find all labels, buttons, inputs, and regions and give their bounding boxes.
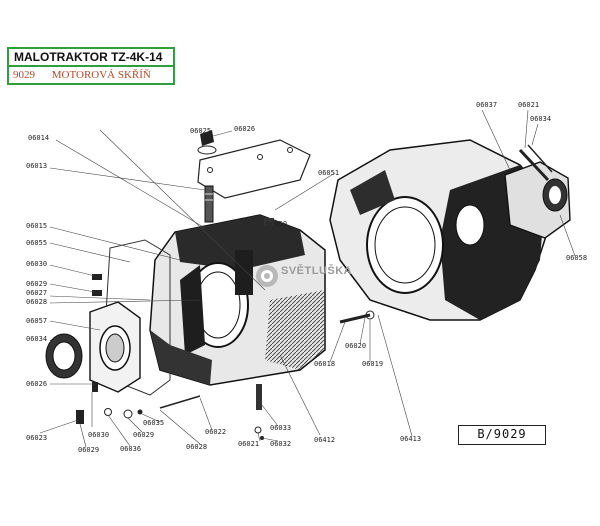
part-label: 06034 bbox=[26, 335, 47, 343]
part-label: 06026 bbox=[26, 380, 47, 388]
front-crankcase bbox=[149, 214, 326, 386]
part-group-name: MOTOROVÁ SKŘÍŇ bbox=[51, 69, 151, 81]
drawing-number-stamp: B/9029 bbox=[458, 425, 546, 445]
part-label: 06036 bbox=[120, 445, 141, 453]
part-label: 06022 bbox=[205, 428, 226, 436]
part-label: 06014 bbox=[28, 134, 49, 142]
part-label: 06051 bbox=[318, 169, 339, 177]
part-label: 06058 bbox=[566, 254, 587, 262]
front-cover-flange bbox=[89, 301, 141, 393]
part-label: 06050 bbox=[266, 220, 287, 228]
watermark-logo: SVĚTLUŠKA bbox=[255, 264, 353, 288]
studs-right bbox=[339, 144, 553, 324]
part-label: 06019 bbox=[362, 360, 383, 368]
part-label: 06057 bbox=[26, 317, 47, 325]
part-label: 06029 bbox=[26, 280, 47, 288]
firefly-logo-icon bbox=[256, 265, 278, 287]
stud-bolt bbox=[204, 185, 214, 223]
part-subtitle: 9029 MOTOROVÁ SKŘÍŇ bbox=[9, 67, 173, 83]
part-label: 06020 bbox=[345, 342, 366, 350]
part-label: 06018 bbox=[314, 360, 335, 368]
part-label: 06033 bbox=[270, 424, 291, 432]
part-label: 06029 bbox=[78, 446, 99, 454]
part-label: 06025 bbox=[190, 127, 211, 135]
part-number-labels: 06025 06026 06014 06013 06051 06015 0605… bbox=[26, 101, 587, 454]
part-label: 06055 bbox=[26, 239, 47, 247]
part-label: 06028 bbox=[186, 443, 207, 451]
part-label: 06028 bbox=[26, 298, 47, 306]
tractor-model-title: MALOTRAKTOR TZ-4K-14 bbox=[9, 49, 173, 67]
part-label: 06023 bbox=[26, 434, 47, 442]
part-label: 06021 bbox=[238, 440, 259, 448]
rear-bell-housing bbox=[329, 139, 549, 321]
part-label: 06021 bbox=[518, 101, 539, 109]
rear-flange bbox=[504, 161, 571, 239]
part-label: 06030 bbox=[26, 260, 47, 268]
part-label: 06035 bbox=[143, 419, 164, 427]
part-label: 06030 bbox=[88, 431, 109, 439]
part-label: 06413 bbox=[400, 435, 421, 443]
watermark-name: SVĚTLUŠKA bbox=[281, 265, 353, 277]
leader-lines bbox=[39, 109, 576, 448]
part-label: 06412 bbox=[314, 436, 335, 444]
top-cover-gasket bbox=[197, 139, 311, 199]
part-label: 06037 bbox=[476, 101, 497, 109]
part-label: 06032 bbox=[270, 440, 291, 448]
part-group-code: 9029 bbox=[13, 69, 35, 81]
part-label: 06026 bbox=[234, 125, 255, 133]
part-label: 06027 bbox=[26, 289, 47, 297]
part-label: 06029 bbox=[133, 431, 154, 439]
part-label: 06034 bbox=[530, 115, 551, 123]
title-block: MALOTRAKTOR TZ-4K-14 9029 MOTOROVÁ SKŘÍŇ bbox=[7, 47, 175, 85]
seal-ring bbox=[45, 333, 83, 379]
part-label: 06013 bbox=[26, 162, 47, 170]
part-label: 06015 bbox=[26, 222, 47, 230]
fasteners-bottom-left bbox=[76, 218, 274, 440]
filler-cap bbox=[197, 130, 217, 155]
